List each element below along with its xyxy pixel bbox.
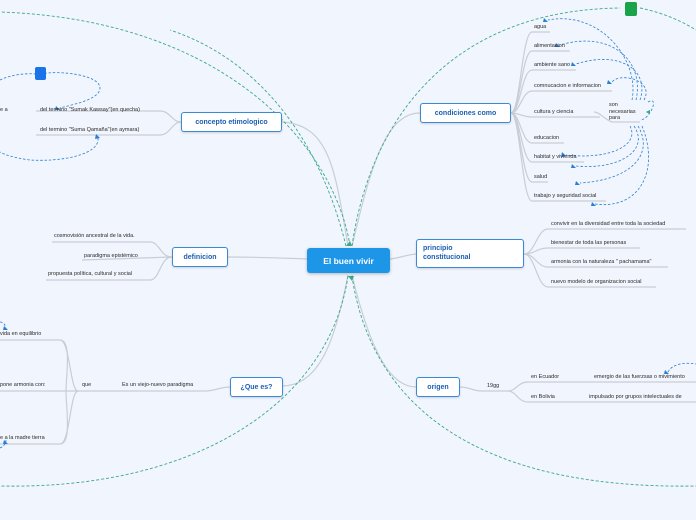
condiciones-item-educacion[interactable]: educacion [534,135,560,141]
relation-bottom-left [0,275,349,487]
relation-right-tail [639,7,696,31]
relation-arrows [0,18,696,449]
quees-cut-item-3[interactable]: e a la madre tierra [0,435,45,441]
condiciones-relation-note: son necesarias para [609,102,636,121]
topic-origen-label: origen [427,383,449,391]
topic-definicion-label: definicion [183,253,217,261]
topic-condiciones-como[interactable]: condiciones como [420,103,511,123]
topic-que-es-label: ¿Que es? [240,383,273,391]
relation-bottom-right [351,275,696,487]
topic-concepto-etimologico[interactable]: concepto etimologico [181,112,282,132]
relation-top-right [351,7,621,247]
concepto-cut-label: e a [0,107,8,113]
origen-item-bolivia[interactable]: en Bolivia [531,394,555,400]
quees-sub-label[interactable]: que [82,382,92,388]
origen-year[interactable]: 19gg [487,383,500,389]
relation-top-left [0,11,351,247]
relation-lines [0,7,696,487]
connector-principio [389,253,417,260]
definicion-item-3[interactable]: propuesta política, cultural y social [48,271,133,277]
condiciones-item-alimentacion[interactable]: alimentacion [534,43,565,49]
topic-principio-constitucional-label: principio constitucional [423,245,471,261]
principio-item-1[interactable]: convivir en la diversidad entre toda la … [551,221,666,227]
topic-definicion[interactable]: definicion [172,247,228,267]
topic-que-es[interactable]: ¿Que es? [230,377,283,397]
topic-concepto-etimologico-label: concepto etimologico [195,118,268,126]
relation-top-left-inner [169,29,347,247]
green-marker-icon [625,2,637,16]
concepto-item-2[interactable]: del termino "Suma Qamaña"(en aymara) [40,127,140,133]
connector-concepto [281,121,349,247]
definicion-item-2[interactable]: paradigma epistémico [84,253,138,259]
condiciones-item-habitat[interactable]: habitat y vivienda [534,154,577,160]
quees-item-1[interactable]: Es un viejo-nuevo paradigma [122,382,194,388]
central-topic-label: El buen vivir [323,255,374,266]
quees-cut-item-2[interactable]: pone armonia con: [0,382,46,388]
topic-principio-constitucional[interactable]: principio constitucional [416,239,524,268]
topic-condiciones-como-label: condiciones como [434,109,497,117]
blue-marker-icon [35,67,46,80]
connector-condiciones [351,112,421,247]
arrowheads [3,18,669,444]
central-topic[interactable]: El buen vivir [307,248,390,273]
condiciones-item-comunicacion[interactable]: comnucacion e informacion [534,83,601,89]
origen-item-ecuador[interactable]: en Ecuador [531,374,560,380]
principio-item-4[interactable]: nuevo modelo de organizacion social [551,279,642,285]
topic-origen[interactable]: origen [416,377,460,397]
connector-definicion [227,256,308,260]
condiciones-item-trabajo[interactable]: trabajo y seguridad social [534,193,597,199]
quees-cut-item-1[interactable]: vida en equilibrio [0,331,42,337]
origen-sub-item-2[interactable]: impulsado por grupos intelectuales de [589,394,682,400]
condiciones-item-cultura[interactable]: cultura y ciencia [534,109,574,115]
concepto-item-1[interactable]: del termino "Sumak Kawsay"(en quecha) [40,107,140,113]
relation-end-arrows [346,110,650,281]
connectors [0,31,696,445]
definicion-item-1[interactable]: cosmovisión ancestral de la vida. [54,233,135,239]
condiciones-item-ambiente[interactable]: ambiente sano [534,62,571,68]
origen-sub-item-1[interactable]: emergio de las fuerzsas o mivimiento [594,374,685,380]
condiciones-item-agua[interactable]: agua [534,24,547,30]
principio-item-2[interactable]: bienestar de toda las personas [551,240,627,246]
connector-quees [282,274,349,387]
connector-origen [351,274,417,388]
condiciones-item-salud[interactable]: salud [534,174,548,180]
principio-item-3[interactable]: armonia con la naturaleza " pachamama" [551,259,652,265]
